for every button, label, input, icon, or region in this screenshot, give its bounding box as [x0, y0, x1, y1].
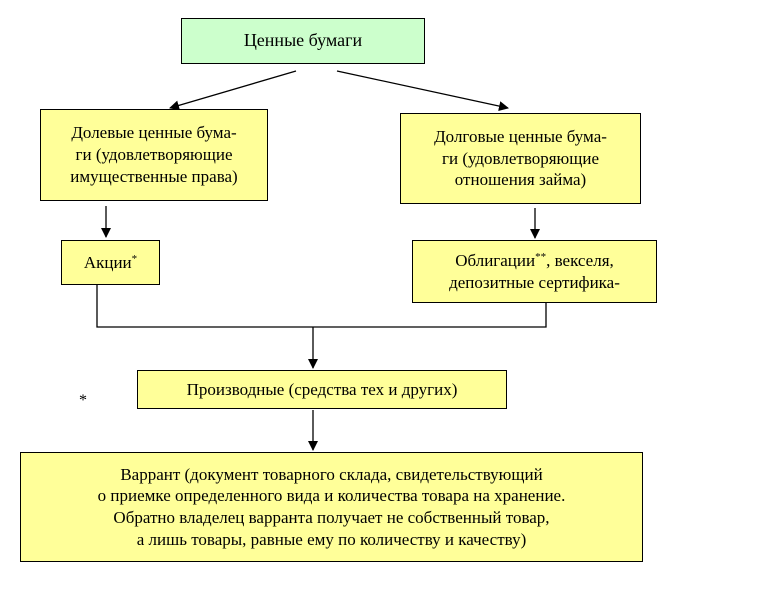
derivatives-box: Производные (средства тех и других) [137, 370, 507, 409]
root-label: Ценные бумаги [243, 30, 363, 51]
shares-label: Акции* [83, 252, 138, 272]
shares-box: Акции* [61, 240, 160, 285]
shares-footnote-mark: * [131, 252, 138, 265]
bonds-footnote-mark: ** [535, 250, 547, 263]
bonds-label: Облигации**, векселя, депозитные сертифи… [449, 250, 620, 292]
derivatives-label: Производные (средства тех и других) [186, 379, 458, 399]
equity-label: Долевые ценные бума- ги (удовлетворяющие… [70, 123, 238, 186]
debt-label: Долговые ценные бума- ги (удовлетворяющи… [434, 126, 607, 190]
root-box: Ценные бумаги [181, 18, 425, 64]
warrant-label: Варрант (документ товарного склада, свид… [97, 464, 566, 549]
equity-box: Долевые ценные бума- ги (удовлетворяющие… [40, 109, 268, 201]
arrow-root-to-debt [336, 70, 509, 111]
debt-box: Долговые ценные бума- ги (удовлетворяющи… [400, 113, 641, 204]
warrant-box: Варрант (документ товарного склада, свид… [20, 452, 643, 562]
arrow-root-to-equity [169, 70, 297, 111]
footnote-star: * [79, 392, 87, 409]
bonds-box: Облигации**, векселя, депозитные сертифи… [412, 240, 657, 303]
merge-line [96, 285, 547, 328]
